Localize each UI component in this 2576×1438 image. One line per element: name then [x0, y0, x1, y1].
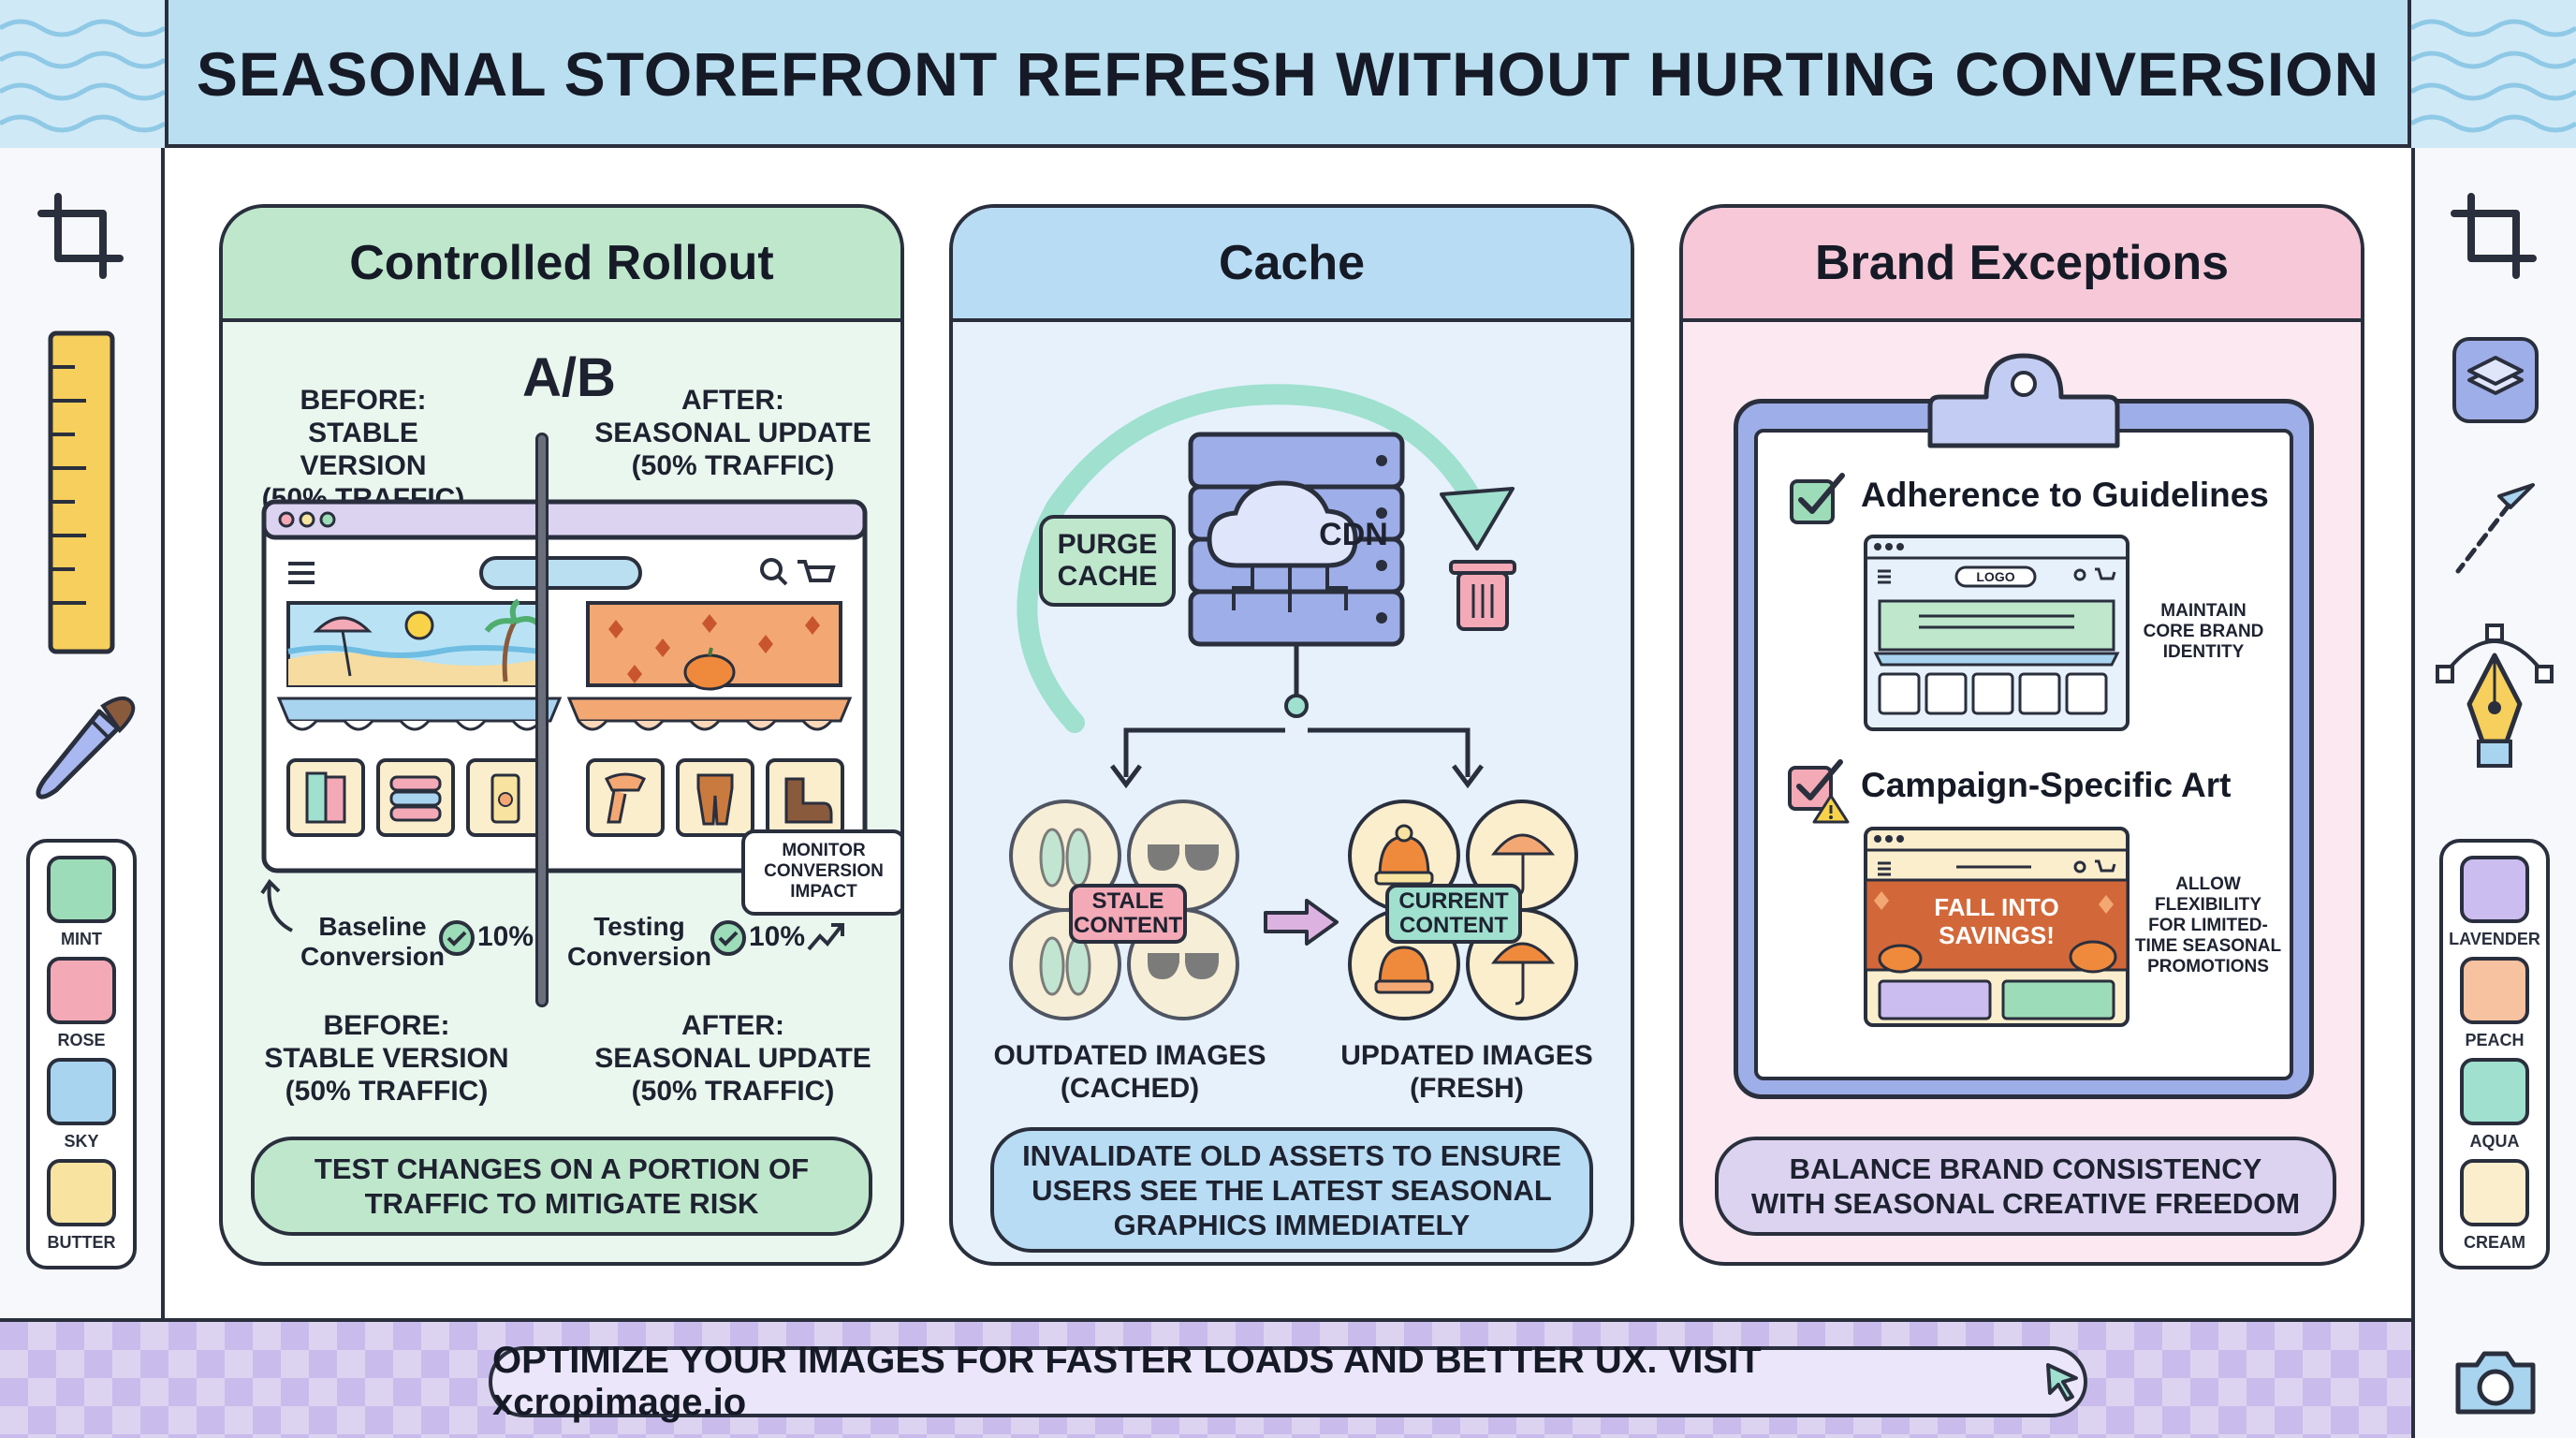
pen-tool-icon[interactable] [2434, 618, 2555, 782]
checkbox-warning-icon [1784, 756, 1852, 830]
brand-guidelines-mockup [1863, 534, 2130, 737]
swatch-lavender[interactable] [2460, 856, 2529, 923]
trend-up-icon [805, 917, 846, 960]
cdn-cache-diagram [953, 348, 1631, 793]
swatch-label: LAVENDER [2449, 930, 2540, 948]
cache-panel: Cache CDN [949, 204, 1634, 1266]
wave-pattern-right [2409, 0, 2576, 148]
paintbrush-icon[interactable] [34, 693, 137, 810]
swatch-label: BUTTER [47, 1233, 116, 1252]
baseline-value: 10% [477, 921, 534, 952]
checkbox-checked-icon [1788, 470, 1848, 531]
clipboard-clip [1902, 348, 2145, 456]
updated-caption: UPDATED IMAGES(FRESH) [1340, 1040, 1593, 1104]
before-bottom-label: BEFORE:STABLE VERSION(50% TRAFFIC) [264, 1010, 509, 1107]
swatch-label: MINT [61, 930, 102, 948]
arrow-cursor-icon[interactable] [2449, 477, 2542, 585]
footer-cta[interactable]: OPTIMIZE YOUR IMAGES FOR FASTER LOADS AN… [489, 1340, 2087, 1423]
storefront-ab-mockup [260, 498, 869, 879]
swatch-label: PEACH [2465, 1031, 2525, 1049]
page-title: SEASONAL STOREFRONT REFRESH WITHOUT HURT… [196, 39, 2380, 109]
swatch-mint[interactable] [47, 856, 116, 923]
swatch-label: SKY [64, 1132, 99, 1151]
camera-icon[interactable] [2451, 1344, 2540, 1424]
panel-heading: Cache [953, 208, 1631, 322]
check-circle-icon [438, 919, 476, 961]
crop-icon[interactable] [37, 193, 124, 284]
swatch-label: CREAM [2464, 1233, 2525, 1252]
ab-label: A/B [522, 347, 616, 408]
wave-pattern-left [0, 0, 167, 148]
fresh-images-cluster [1344, 798, 1588, 1027]
logo-text: LOGO [1976, 569, 2015, 584]
guidelines-title: Adherence to Guidelines [1861, 476, 2269, 514]
swatch-label: ROSE [57, 1031, 106, 1049]
after-bottom-label: AFTER:SEASONAL UPDATE(50% TRAFFIC) [594, 1010, 871, 1107]
check-circle-icon [710, 919, 747, 961]
brand-exceptions-panel: Brand Exceptions Adherence to Guidelines… [1679, 204, 2364, 1266]
curved-arrow-icon [258, 878, 296, 939]
layers-icon[interactable] [2452, 337, 2539, 423]
controlled-rollout-panel: Controlled Rollout BEFORE:STABLE VERSION… [219, 204, 904, 1266]
cursor-icon [2046, 1363, 2079, 1401]
swatch-peach[interactable] [2460, 957, 2529, 1024]
campaign-art-mockup [1863, 826, 2130, 1033]
swatch-label: AQUA [2469, 1132, 2520, 1151]
crop-icon[interactable] [2451, 193, 2537, 284]
testing-value: 10% [749, 921, 806, 952]
ab-split-divider[interactable] [535, 433, 549, 1007]
after-top-label: AFTER:SEASONAL UPDATE(50% TRAFFIC) [594, 385, 871, 481]
swatch-sky[interactable] [47, 1058, 116, 1125]
before-top-label: BEFORE:STABLE VERSION(50% TRAFFIC) [261, 385, 465, 514]
cdn-label: CDN [1319, 517, 1388, 552]
title-bar [0, 0, 2576, 148]
swatch-rose[interactable] [47, 957, 116, 1024]
swatch-aqua[interactable] [2460, 1058, 2529, 1125]
footer-text: OPTIMIZE YOUR IMAGES FOR FASTER LOADS AN… [492, 1340, 1762, 1423]
outdated-caption: OUTDATED IMAGES(CACHED) [993, 1040, 1266, 1104]
swatch-cream[interactable] [2460, 1159, 2529, 1226]
panel-heading: Brand Exceptions [1683, 208, 2361, 322]
arrow-right-icon [1262, 897, 1340, 952]
panel-heading: Controlled Rollout [223, 208, 900, 322]
campaign-title: Campaign-Specific Art [1861, 766, 2232, 804]
swatch-butter[interactable] [47, 1159, 116, 1226]
ruler-icon[interactable] [47, 330, 116, 660]
